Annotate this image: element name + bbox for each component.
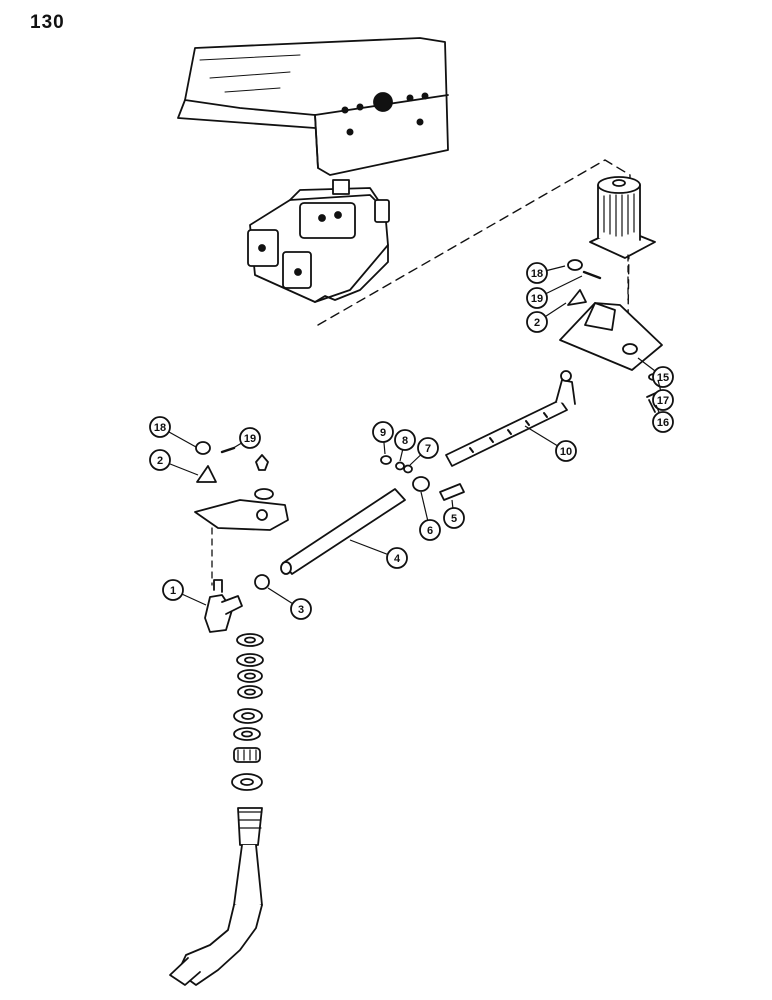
steering-arm-right bbox=[559, 254, 663, 371]
callout-label-16: 16 bbox=[657, 417, 669, 429]
callout-bubble-18 bbox=[526, 262, 548, 284]
callout-bubble-10 bbox=[555, 440, 577, 462]
callout-bubble-18 bbox=[149, 416, 171, 438]
steering-gear-box bbox=[247, 179, 390, 303]
washer-8 bbox=[395, 461, 405, 471]
callout-label-18: 18 bbox=[531, 268, 543, 280]
drag-link-tube bbox=[445, 370, 576, 467]
bolt-5 bbox=[439, 483, 465, 501]
callout-label-4: 4 bbox=[394, 553, 401, 565]
clamp-6 bbox=[412, 476, 430, 492]
page-number: 130 bbox=[30, 12, 65, 33]
adjusting-sleeve-3 bbox=[254, 574, 270, 590]
callout-label-2: 2 bbox=[534, 317, 540, 329]
bearing-washer-stack bbox=[231, 633, 264, 791]
dashed-assembly-line bbox=[317, 159, 631, 326]
callout-bubble-6 bbox=[419, 519, 441, 541]
washer-7 bbox=[403, 464, 413, 474]
callout-label-10: 10 bbox=[560, 446, 572, 458]
dust-cover-2-right bbox=[567, 289, 587, 306]
callout-bubble-7 bbox=[417, 437, 439, 459]
dust-cover-2-left bbox=[196, 465, 217, 483]
callout-bubble-17 bbox=[652, 389, 674, 411]
callout-bubble-19 bbox=[526, 287, 548, 309]
sector-shaft-housing bbox=[589, 176, 656, 259]
nut-18-right bbox=[567, 259, 583, 271]
cotter-pin-19-right bbox=[582, 270, 602, 280]
callout-group: 18 19 2 15 17 16 10 9 8 7 6 5 4 18 19 2 1 3 bbox=[149, 262, 674, 620]
callout-label-9: 9 bbox=[380, 427, 386, 439]
callout-label-18: 18 bbox=[154, 422, 166, 434]
washer-left bbox=[254, 488, 274, 500]
callout-bubble-19 bbox=[239, 427, 261, 449]
bolt-left bbox=[255, 454, 269, 471]
callout-bubble-5 bbox=[443, 507, 465, 529]
tie-rod-end-1 bbox=[204, 579, 243, 633]
callout-bubble-8 bbox=[394, 429, 416, 451]
callout-bubble-9 bbox=[372, 421, 394, 443]
callout-label-15: 15 bbox=[657, 372, 669, 384]
callout-bubble-16 bbox=[652, 411, 674, 433]
callout-bubble-2 bbox=[149, 449, 171, 471]
callout-label-6: 6 bbox=[427, 525, 433, 537]
callout-bubble-3 bbox=[290, 598, 312, 620]
callout-label-1: 1 bbox=[170, 585, 176, 597]
callout-label-7: 7 bbox=[425, 443, 431, 455]
spindle-knuckle bbox=[169, 807, 263, 986]
callout-label-17: 17 bbox=[657, 395, 669, 407]
callout-bubble-2 bbox=[526, 311, 548, 333]
callout-bubble-1 bbox=[162, 579, 184, 601]
nut-9 bbox=[380, 455, 392, 465]
callout-label-19: 19 bbox=[244, 433, 256, 445]
nut-18-left bbox=[195, 441, 211, 455]
callout-bubble-4 bbox=[386, 547, 408, 569]
front-frame-casting bbox=[177, 37, 449, 176]
callout-label-3: 3 bbox=[298, 604, 304, 616]
callout-label-8: 8 bbox=[402, 435, 408, 447]
callout-label-19: 19 bbox=[531, 293, 543, 305]
callout-label-5: 5 bbox=[451, 513, 457, 525]
callout-label-2: 2 bbox=[157, 455, 163, 467]
steering-arm-left bbox=[194, 499, 289, 586]
